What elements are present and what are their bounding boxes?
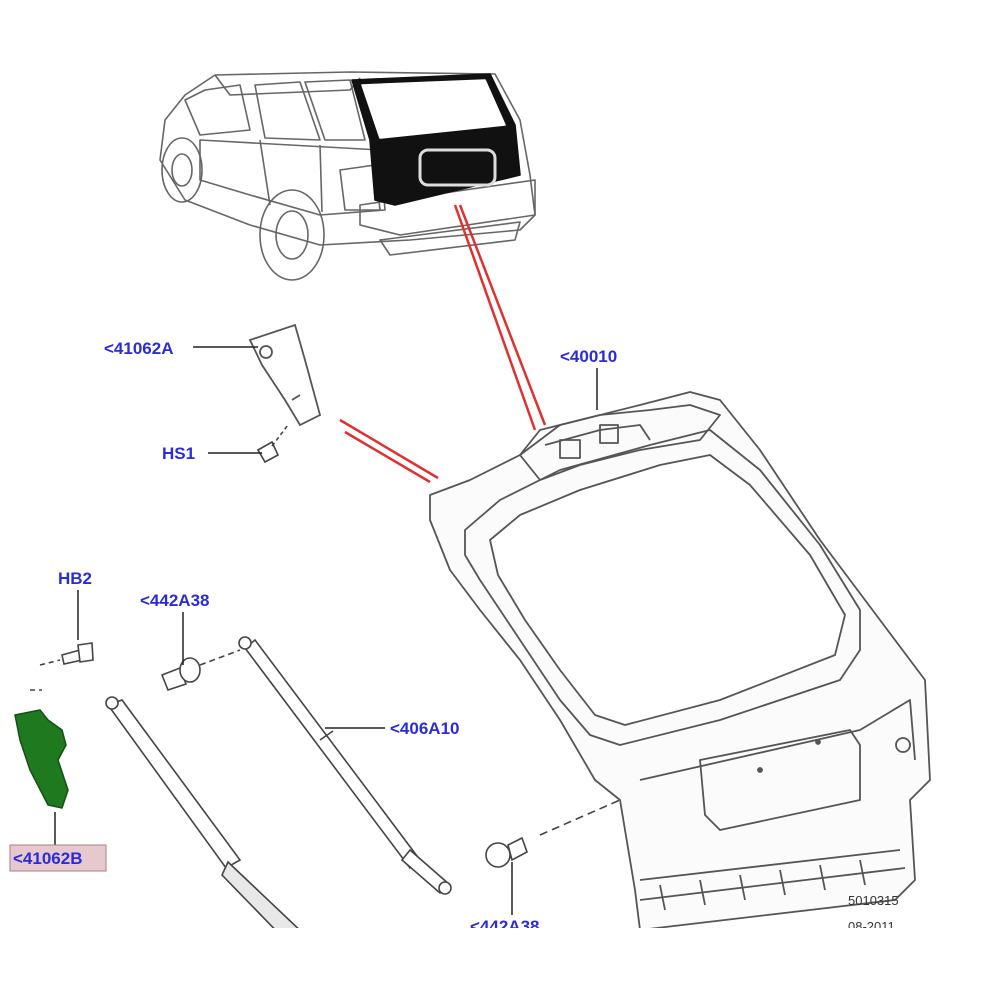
label-hinge-screw[interactable]: HS1: [162, 444, 195, 463]
stud-lower: [485, 799, 621, 868]
stud-upper: [160, 649, 241, 691]
label-tailgate[interactable]: <40010: [560, 347, 617, 366]
reference-number: 5010315: [848, 893, 899, 908]
hinge-cover-lower: [14, 709, 69, 809]
vehicle-overview: [159, 71, 536, 281]
gas-strut-right: [238, 636, 452, 895]
label-stud-upper[interactable]: <442A38: [140, 591, 209, 610]
callout-leaders: [54, 346, 598, 915]
label-bolt[interactable]: HB2: [58, 569, 92, 588]
bottom-margin: [0, 928, 1001, 1001]
hinge-screw: [256, 424, 289, 464]
bolt: [30, 642, 94, 691]
red-leader-lines: [339, 204, 547, 484]
label-hinge-cover-lower[interactable]: <41062B: [13, 849, 82, 868]
tailgate-panel: [429, 391, 931, 931]
label-hinge-cover-lower-bg: [9, 844, 107, 872]
hinge-cover-upper: [248, 323, 322, 427]
label-gas-strut[interactable]: <406A10: [390, 719, 459, 738]
label-hinge-cover-upper[interactable]: <41062A: [104, 339, 173, 358]
gas-strut-left: [105, 696, 307, 947]
